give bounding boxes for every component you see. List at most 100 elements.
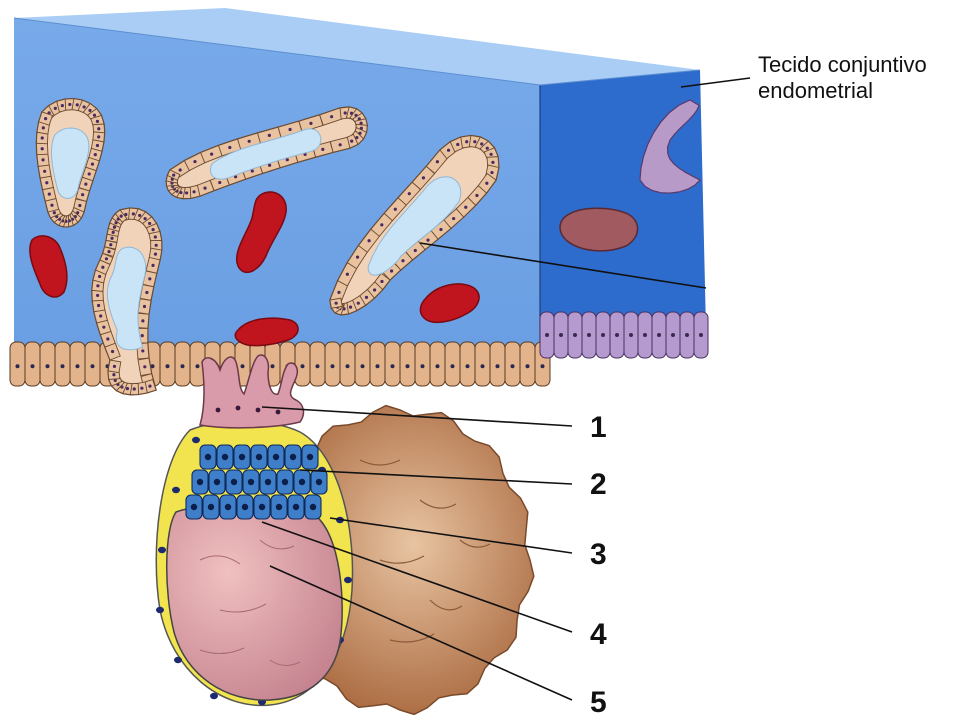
cell-nucleus bbox=[97, 304, 100, 307]
cell-nucleus bbox=[31, 364, 35, 368]
cell-nucleus bbox=[242, 504, 248, 510]
cell-nucleus bbox=[486, 147, 489, 150]
cell-nucleus bbox=[110, 237, 113, 240]
cell-nucleus bbox=[41, 136, 44, 139]
cell-nucleus bbox=[91, 364, 95, 368]
cell-nucleus bbox=[466, 364, 470, 368]
cell-nucleus bbox=[210, 153, 213, 156]
cell-nucleus bbox=[191, 504, 197, 510]
hypoblast-nucleus bbox=[210, 693, 218, 699]
cell-nucleus bbox=[101, 266, 104, 269]
tissue-label: Tecido conjuntivo endometrial bbox=[758, 52, 927, 104]
cell-nucleus bbox=[148, 222, 151, 225]
hypoblast-nucleus bbox=[174, 657, 182, 663]
cell-nucleus bbox=[380, 223, 383, 226]
cell-nucleus bbox=[357, 302, 360, 305]
cell-nucleus bbox=[643, 333, 647, 337]
cell-nucleus bbox=[339, 143, 342, 146]
surface-cell bbox=[370, 342, 385, 386]
cell-nucleus bbox=[42, 126, 45, 129]
cell-nucleus bbox=[491, 161, 494, 164]
cell-nucleus bbox=[41, 147, 44, 150]
cell-nucleus bbox=[43, 170, 46, 173]
surface-cell bbox=[40, 342, 55, 386]
cell-nucleus bbox=[94, 153, 97, 156]
cell-nucleus bbox=[356, 256, 359, 259]
cell-nucleus bbox=[422, 176, 425, 179]
cell-nucleus bbox=[120, 215, 123, 218]
cell-nucleus bbox=[436, 364, 440, 368]
hypoblast-nucleus bbox=[156, 607, 164, 613]
hypoblast-nucleus bbox=[344, 577, 352, 583]
cell-nucleus bbox=[112, 231, 115, 234]
cell-nucleus bbox=[50, 204, 53, 207]
cell-nucleus bbox=[193, 160, 196, 163]
cell-nucleus bbox=[141, 319, 144, 322]
cell-nucleus bbox=[406, 364, 410, 368]
cell-nucleus bbox=[485, 182, 488, 185]
cell-nucleus bbox=[629, 333, 633, 337]
cell-nucleus bbox=[231, 479, 237, 485]
cell-nucleus bbox=[615, 333, 619, 337]
cell-nucleus bbox=[143, 305, 146, 308]
cell-nucleus bbox=[106, 337, 109, 340]
surface-cell bbox=[85, 342, 100, 386]
sync-nucleus bbox=[256, 408, 261, 413]
cell-nucleus bbox=[93, 114, 96, 117]
cell-nucleus bbox=[346, 273, 349, 276]
sync-nucleus bbox=[276, 410, 281, 415]
surface-cell bbox=[325, 342, 340, 386]
sync-nucleus bbox=[236, 406, 241, 411]
cell-nucleus bbox=[105, 257, 108, 260]
cell-nucleus bbox=[241, 364, 245, 368]
cell-nucleus bbox=[401, 259, 404, 262]
cell-nucleus bbox=[228, 146, 231, 149]
cell-nucleus bbox=[490, 171, 493, 174]
cell-nucleus bbox=[16, 364, 20, 368]
cell-nucleus bbox=[141, 349, 144, 352]
cell-nucleus bbox=[699, 333, 703, 337]
cell-nucleus bbox=[452, 217, 455, 220]
cell-nucleus bbox=[145, 291, 148, 294]
cell-nucleus bbox=[365, 296, 368, 299]
cell-nucleus bbox=[282, 479, 288, 485]
cell-nucleus bbox=[96, 120, 99, 123]
cell-nucleus bbox=[464, 206, 467, 209]
cell-nucleus bbox=[293, 504, 299, 510]
cell-nucleus bbox=[316, 364, 320, 368]
cell-nucleus bbox=[408, 192, 411, 195]
cell-nucleus bbox=[273, 454, 279, 460]
cell-nucleus bbox=[208, 504, 214, 510]
cell-nucleus bbox=[154, 252, 157, 255]
cell-nucleus bbox=[685, 333, 689, 337]
cell-nucleus bbox=[84, 183, 87, 186]
cell-nucleus bbox=[671, 333, 675, 337]
cell-nucleus bbox=[541, 364, 545, 368]
cell-nucleus bbox=[380, 280, 383, 283]
cell-nucleus bbox=[151, 264, 154, 267]
cell-nucleus bbox=[76, 364, 80, 368]
cell-nucleus bbox=[166, 364, 170, 368]
cell-nucleus bbox=[99, 314, 102, 317]
cell-nucleus bbox=[350, 140, 353, 143]
cell-nucleus bbox=[545, 333, 549, 337]
cell-nucleus bbox=[88, 109, 91, 112]
surface-cell bbox=[355, 342, 370, 386]
cell-nucleus bbox=[225, 504, 231, 510]
cell-nucleus bbox=[276, 504, 282, 510]
cell-nucleus bbox=[456, 143, 459, 146]
cell-nucleus bbox=[451, 364, 455, 368]
cell-nucleus bbox=[299, 479, 305, 485]
cell-nucleus bbox=[61, 104, 64, 107]
cell-nucleus bbox=[526, 364, 530, 368]
surface-cell bbox=[295, 342, 310, 386]
cell-nucleus bbox=[346, 364, 350, 368]
cell-nucleus bbox=[197, 479, 203, 485]
cell-nucleus bbox=[307, 454, 313, 460]
cell-nucleus bbox=[559, 333, 563, 337]
surface-cell bbox=[475, 342, 490, 386]
surface-cell bbox=[340, 342, 355, 386]
cell-nucleus bbox=[148, 277, 151, 280]
cell-nucleus bbox=[107, 250, 110, 253]
cell-nucleus bbox=[88, 172, 91, 175]
